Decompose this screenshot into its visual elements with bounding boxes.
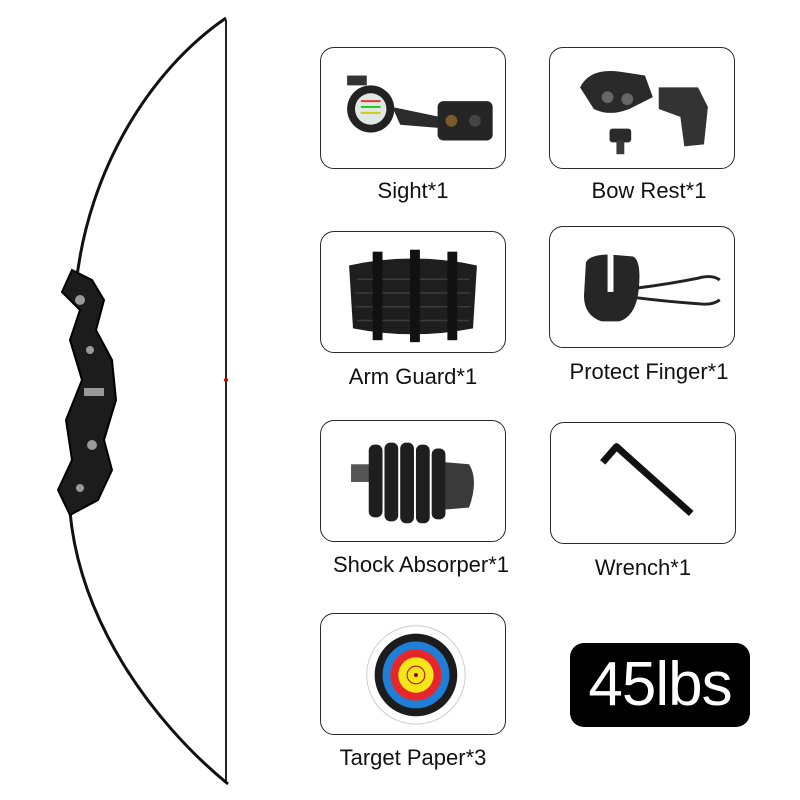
protect-finger-card [549,226,735,348]
finger-tab-icon [583,254,721,322]
arm-guard-card [320,231,506,353]
target-icon [366,625,466,725]
hex-wrench-icon [600,443,694,517]
bow-rest-card [549,47,735,169]
shock-absorber-card [320,420,506,542]
stabilizer-icon [351,442,474,524]
wrench-label: Wrench*1 [594,555,692,580]
sight-label: Sight*1 [377,178,449,203]
arm-guard-icon [349,249,477,343]
arrow-rest-icon [580,70,708,155]
target-paper-card [320,613,506,735]
bow-sight-icon [347,75,493,141]
bow-rest-label: Bow Rest*1 [591,178,707,203]
target-paper-label: Target Paper*3 [339,745,487,770]
sight-card [320,47,506,169]
draw-weight-badge: 45lbs [570,643,750,727]
shock-absorber-label: Shock Absorper*1 [332,552,510,577]
recurve-bow-image [56,16,229,786]
wrench-card [550,422,736,544]
arm-guard-label: Arm Guard*1 [348,364,478,389]
protect-finger-label: Protect Finger*1 [569,359,729,384]
